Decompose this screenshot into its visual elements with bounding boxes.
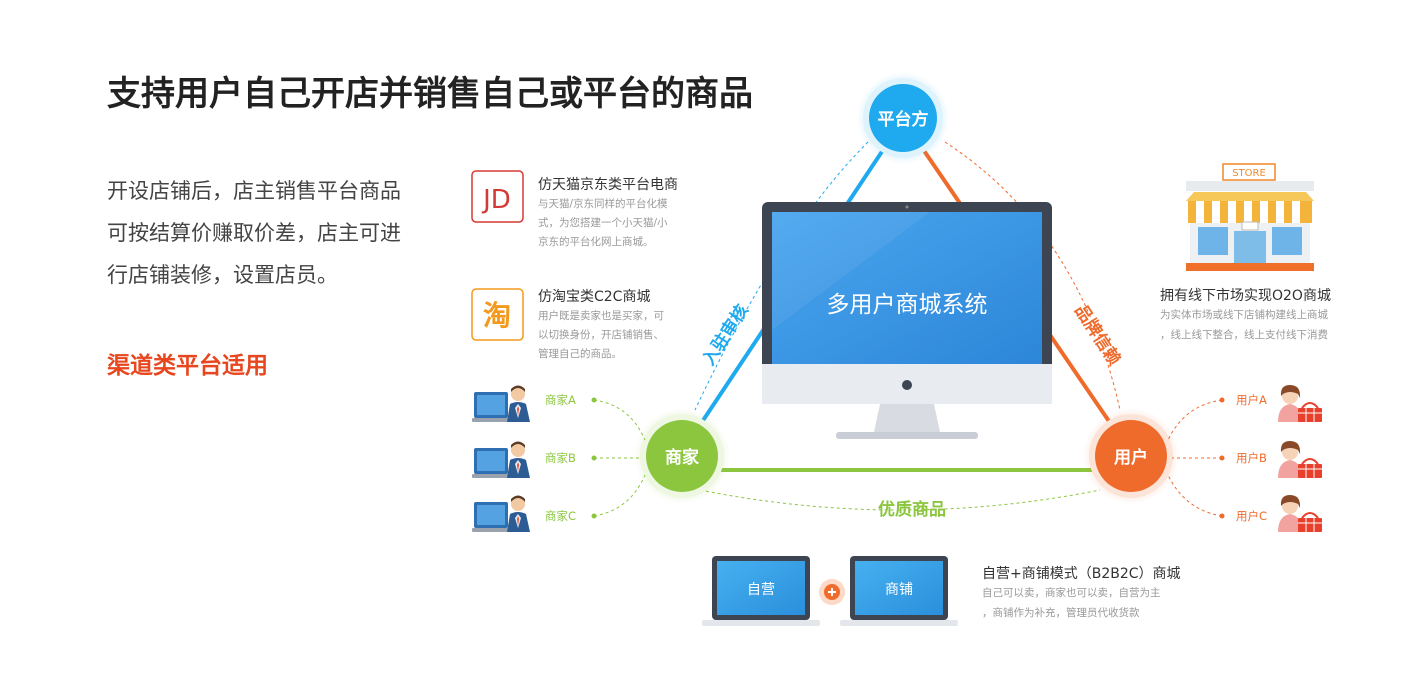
plus-icon: [819, 579, 845, 605]
merchant-connector-a: [593, 399, 646, 441]
laptop-self-label: 自营: [747, 582, 775, 598]
feature-o2o: STORE 拥有线下市场实现O2O商城 为实体市场或线下店铺构建线上商城 ，线上…: [1160, 163, 1331, 341]
user-b: 用户B: [1236, 441, 1322, 478]
b2b2c-desc-line: ，商铺作为补充，管理员代收货款: [982, 606, 1140, 619]
jd-logo-text: JD: [481, 185, 511, 215]
merchant-b: 商家B: [472, 441, 576, 478]
user-a-label: 用户A: [1236, 393, 1267, 407]
laptop-shop-label: 商铺: [885, 582, 913, 598]
user-c: 用户C: [1236, 495, 1322, 532]
node-merchant-label: 商家: [665, 447, 699, 468]
merchant-c-label: 商家C: [545, 509, 576, 523]
node-user-label: 用户: [1114, 447, 1148, 468]
monitor: 多用户商城系统: [762, 202, 1052, 439]
merchant-connector-c: [593, 474, 646, 517]
user-connector-c: [1167, 474, 1223, 517]
store-icon: STORE: [1186, 163, 1314, 271]
edge-label-trust: 品牌信赖: [1070, 301, 1125, 369]
jd-desc-line: 与天猫/京东同样的平台化模: [538, 197, 668, 210]
description: 开设店铺后，店主销售平台商品 可按结算价赚取价差，店主可进 行店铺装修，设置店员…: [107, 170, 447, 296]
node-platform: 平台方: [857, 72, 949, 164]
shopper-icon: [1278, 385, 1322, 422]
edge-label-quality: 优质商品: [878, 499, 946, 520]
jd-desc-line: 京东的平台化网上商城。: [538, 235, 654, 248]
taobao-logo-icon: [471, 288, 524, 341]
description-line: 可按结算价赚取价差，店主可进: [107, 221, 401, 245]
feature-b2b2c: 自营 商铺 自营+商铺模式（B2B2C）商城 自己可以卖，商家也可以卖，自营为主…: [702, 556, 1181, 626]
laptop-shop-icon: 商铺: [840, 556, 958, 626]
dashed-arc-right: [944, 141, 1121, 411]
store-sign-text: STORE: [1232, 168, 1266, 179]
b2b2c-title: 自营+商铺模式（B2B2C）商城: [982, 566, 1181, 582]
channel-note: 渠道类平台适用: [107, 353, 268, 379]
jd-desc-line: 式，为您搭建一个小天猫/小: [538, 216, 668, 229]
o2o-desc-line: 为实体市场或线下店铺构建线上商城: [1160, 308, 1328, 321]
businessman-icon: [472, 495, 530, 532]
taobao-desc-line: 用户既是卖家也是买家，可: [538, 309, 664, 322]
businessman-icon: [472, 385, 530, 422]
jd-title: 仿天猫京东类平台电商: [538, 177, 678, 193]
merchant-c: 商家C: [472, 495, 576, 532]
user-c-label: 用户C: [1236, 509, 1267, 523]
o2o-title: 拥有线下市场实现O2O商城: [1160, 287, 1331, 304]
feature-jd: JD 仿天猫京东类平台电商 与天猫/京东同样的平台化模 式，为您搭建一个小天猫/…: [471, 170, 678, 248]
jd-logo-icon: [471, 170, 524, 223]
description-line: 行店铺装修，设置店员。: [107, 263, 338, 287]
laptop-self-icon: 自营: [702, 556, 820, 626]
monitor-center-label: 多用户商城系统: [827, 292, 988, 318]
taobao-title: 仿淘宝类C2C商城: [538, 289, 650, 305]
businessman-icon: [472, 441, 530, 478]
merchant-a: 商家A: [472, 385, 576, 422]
user-connector-a: [1167, 399, 1223, 441]
merchant-b-label: 商家B: [545, 451, 576, 465]
description-line: 开设店铺后，店主销售平台商品: [107, 179, 401, 203]
taobao-logo-text: 淘: [483, 299, 511, 332]
shopper-icon: [1278, 495, 1322, 532]
o2o-desc-line: ，线上线下整合，线上支付线下消费: [1160, 328, 1328, 341]
shopper-icon: [1278, 441, 1322, 478]
node-platform-label: 平台方: [878, 109, 929, 130]
user-a: 用户A: [1236, 385, 1322, 422]
taobao-desc-line: 以切换身份，开店铺销售、: [538, 328, 664, 341]
taobao-desc-line: 管理自己的商品。: [538, 347, 622, 360]
merchant-a-label: 商家A: [545, 393, 576, 407]
dashed-arc-bottom: [699, 489, 1101, 511]
dashed-arc-left: [694, 141, 869, 411]
node-user: 用户: [1083, 408, 1179, 504]
b2b2c-desc-line: 自己可以卖，商家也可以卖，自营为主: [982, 586, 1161, 599]
page-title: 支持用户自己开店并销售自己或平台的商品: [107, 74, 753, 114]
user-b-label: 用户B: [1236, 451, 1267, 465]
feature-taobao: 淘 仿淘宝类C2C商城 用户既是卖家也是买家，可 以切换身份，开店铺销售、 管理…: [471, 288, 664, 360]
node-merchant: 商家: [634, 408, 730, 504]
